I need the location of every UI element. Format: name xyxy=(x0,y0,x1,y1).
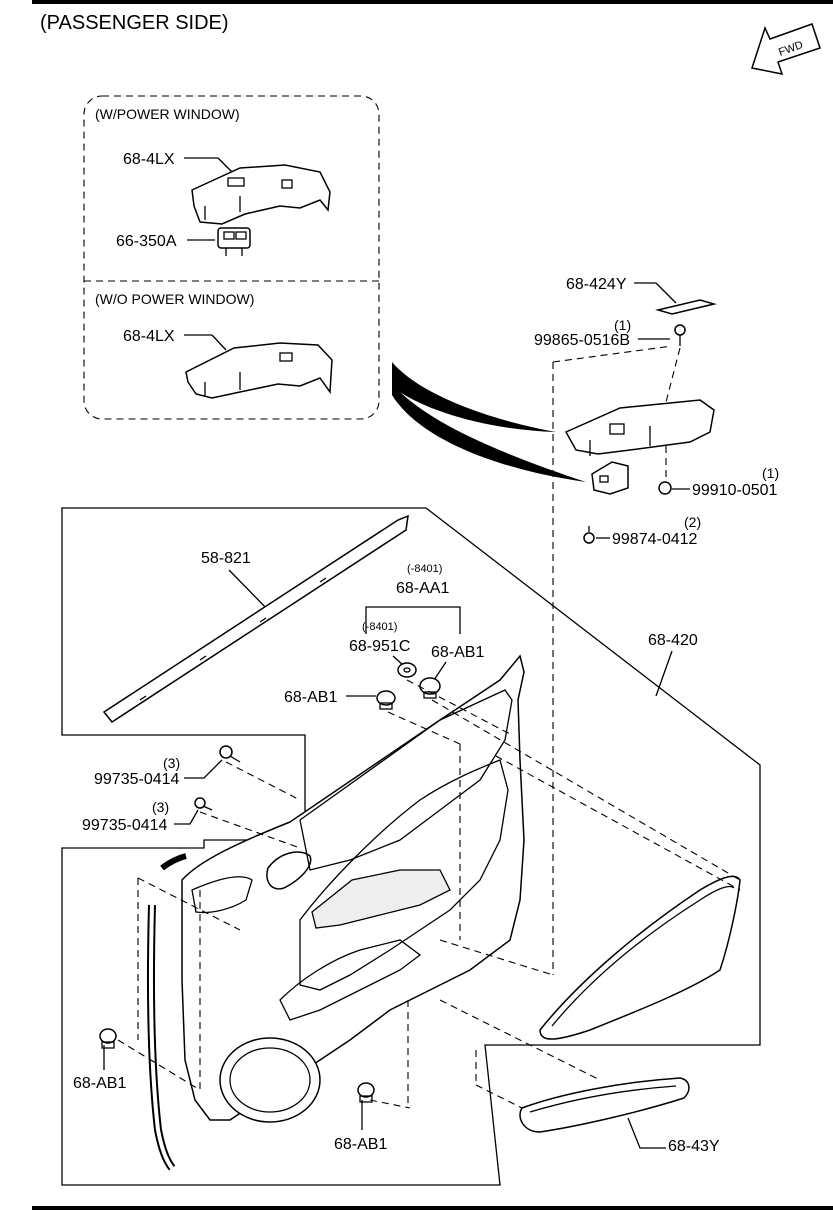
label-68-424Y: 68-424Y xyxy=(566,276,627,293)
clip-68-AB1-bottom xyxy=(357,1082,375,1103)
screw-99735-b xyxy=(194,797,213,811)
label-68-420: 68-420 xyxy=(648,632,698,649)
clip-68-AB1-mid xyxy=(376,690,396,710)
label-58-821: 58-821 xyxy=(201,550,251,567)
label-99874-0412: 99874-0412 xyxy=(612,531,698,548)
inset-bottom-label: (W/O POWER WINDOW) xyxy=(95,291,254,307)
pull-trim-68-43Y xyxy=(519,1077,690,1133)
label-99735-0414-a: 99735-0414 xyxy=(94,771,180,788)
belt-molding-58-821 xyxy=(102,514,409,724)
clip-68-AB1-left xyxy=(99,1028,117,1049)
label-68-AB1-left: 68-AB1 xyxy=(73,1075,126,1092)
label-68-AB1-top: 68-AB1 xyxy=(431,644,484,661)
label-66-350A: 66-350A xyxy=(116,233,177,250)
window-switch xyxy=(217,227,251,256)
side-trim-68-420 xyxy=(539,875,741,1040)
label-68-AB1-bottom: 68-AB1 xyxy=(334,1136,387,1153)
label-68-4LX-upper: 68-4LX xyxy=(123,151,175,168)
label-68-43Y: 68-43Y xyxy=(668,1138,720,1155)
switch-panel-lower xyxy=(185,342,333,399)
qty-99735-b: (3) xyxy=(152,799,169,815)
note-68-AA1: (-8401) xyxy=(407,563,442,575)
label-68-AB1-mid: 68-AB1 xyxy=(284,689,337,706)
callout-wedge xyxy=(392,362,586,482)
door-upper-trim xyxy=(299,689,513,871)
inset-border xyxy=(83,95,380,420)
qty-99910: (1) xyxy=(762,465,779,481)
fwd-arrow-icon: FWD xyxy=(751,23,821,75)
label-99910-0501: 99910-0501 xyxy=(692,482,778,499)
qty-99865: (1) xyxy=(614,317,631,333)
qty-99735-a: (3) xyxy=(163,755,180,771)
clip-99910 xyxy=(658,481,672,495)
label-68-AA1: 68-AA1 xyxy=(396,580,449,597)
label-99735-0414-b: 99735-0414 xyxy=(82,817,168,834)
door-trim-panel xyxy=(181,654,525,1123)
switch-panel-upper xyxy=(191,164,331,225)
switch-panel-assembled xyxy=(564,399,715,495)
option-inset: (W/POWER WINDOW) (W/O POWER WINDOW) 68-4… xyxy=(83,95,380,420)
inset-top-label: (W/POWER WINDOW) xyxy=(95,106,240,122)
washer-68-951C xyxy=(397,662,417,678)
note-68-951C: (-8401) xyxy=(362,621,397,633)
screw-99874 xyxy=(583,526,595,544)
weatherstrip xyxy=(146,904,176,1171)
qty-99874: (2) xyxy=(684,514,701,530)
label-68-951C: 68-951C xyxy=(349,638,410,655)
screw-99865 xyxy=(674,324,686,346)
label-99865-0516B: 99865-0516B xyxy=(534,332,630,349)
diagram-title: (PASSENGER SIDE) xyxy=(40,12,229,34)
trim-pad-68-424Y xyxy=(655,299,717,315)
screw-99735-a xyxy=(219,745,241,763)
label-68-4LX-lower: 68-4LX xyxy=(123,328,175,345)
assembly-frame xyxy=(61,507,761,1186)
